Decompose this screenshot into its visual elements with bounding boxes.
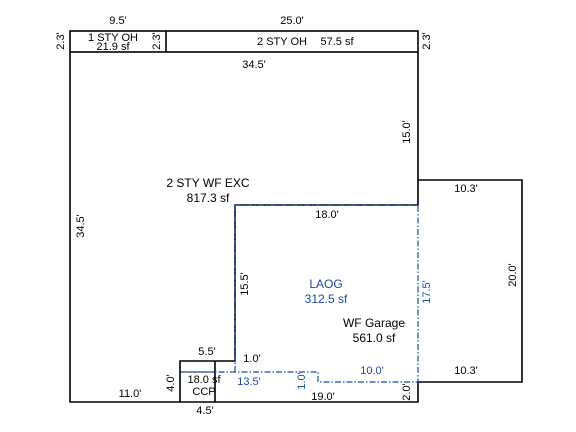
dim-bottom-2: 2.0' xyxy=(401,383,413,400)
oh-large-label: 2 STY OH xyxy=(257,36,307,48)
dim-right-upper: 15.0' xyxy=(401,120,413,144)
oh-large-area: 57.5 sf xyxy=(320,36,354,48)
dim-inner-left: 15.5' xyxy=(239,272,251,296)
dim-step-1: 1.0' xyxy=(243,353,260,365)
dim-garage-top: 10.3' xyxy=(454,183,478,195)
main-dwelling-outline xyxy=(69,52,419,403)
dim-left-height: 34.5' xyxy=(75,214,87,238)
oh-small-label: 1 STY OH xyxy=(88,32,138,44)
overhang-strip xyxy=(69,30,419,53)
dim-step-18: 18.0' xyxy=(315,209,339,221)
main-area-value: 817.3 sf xyxy=(187,191,230,205)
ccp-label: CCP xyxy=(192,386,215,398)
dim-laog-10: 10.0' xyxy=(360,365,384,377)
laog-boundary xyxy=(180,204,419,383)
dim-top-right: 25.0' xyxy=(280,15,304,27)
garage-area: 561.0 sf xyxy=(353,331,396,345)
garage-outline xyxy=(180,179,523,403)
oh-small-area: 21.9 sf xyxy=(96,41,130,53)
dim-laog-13-5: 13.5' xyxy=(237,376,261,388)
dim-garage-bottom: 10.3' xyxy=(454,365,478,377)
dim-oh-right-height: 2.3' xyxy=(421,32,433,49)
dim-top-left: 9.5' xyxy=(109,15,126,27)
dim-garage-right: 20.0' xyxy=(507,263,519,287)
main-area-label: 2 STY WF EXC xyxy=(166,176,249,190)
dim-step-5-5: 5.5' xyxy=(198,346,215,358)
dim-ccp-width: 4.5' xyxy=(196,405,213,417)
dim-main-width: 34.5' xyxy=(242,59,266,71)
dim-bottom-19: 19.0' xyxy=(311,391,335,403)
dim-laog-1: 1.0' xyxy=(296,372,308,389)
laog-area: 312.5 sf xyxy=(305,292,348,306)
dim-bottom-11: 11.0' xyxy=(119,388,142,400)
dim-laog-side: 17.5' xyxy=(421,280,433,304)
ccp-area: 18.0 sf xyxy=(187,374,221,386)
dim-oh-mid-height: 2.3' xyxy=(151,32,163,49)
garage-label: WF Garage xyxy=(343,316,405,330)
dim-oh-left-height: 2.3' xyxy=(55,32,67,49)
dim-ccp-height: 4.0' xyxy=(165,374,177,391)
laog-label: LAOG xyxy=(309,277,342,291)
